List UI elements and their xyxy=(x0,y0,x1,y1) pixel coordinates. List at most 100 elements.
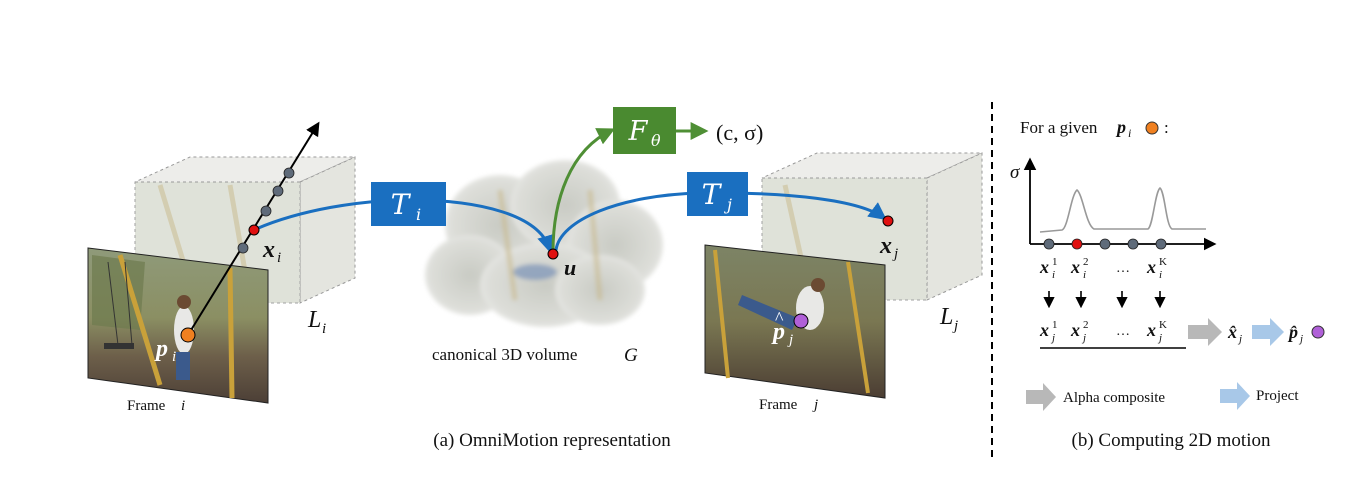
label-L-i: L xyxy=(307,307,321,333)
label-L-j-sub: j xyxy=(952,318,958,334)
transform-T-i-box: T i xyxy=(371,182,446,226)
sample-row-i: x 1 i x 2 i … x K i xyxy=(1039,256,1167,281)
sample-label: x 2 j xyxy=(1070,319,1089,344)
legend-project-swatch xyxy=(1220,382,1250,410)
ray-sample-point xyxy=(272,185,284,197)
frame-j-var: j xyxy=(812,397,818,413)
heading-point-orange xyxy=(1145,121,1159,135)
point-x-i xyxy=(248,224,260,236)
frame-j-label: Frame xyxy=(759,397,798,413)
T-i-symbol: T xyxy=(391,188,412,221)
axis-sample-point xyxy=(1155,238,1167,250)
point-p-j xyxy=(793,313,809,329)
T-i-subscript: i xyxy=(416,205,421,224)
panel-b-heading-var: p xyxy=(1115,117,1126,137)
sample-ellipsis: … xyxy=(1116,324,1130,339)
sample-sup: K xyxy=(1159,256,1167,268)
panel-b-heading: For a given xyxy=(1020,118,1098,137)
axis-sample-points xyxy=(1043,238,1167,250)
label-x-j: x xyxy=(879,233,892,259)
caption-a: (a) OmniMotion representation xyxy=(433,430,671,451)
label-x-i-sub: i xyxy=(277,250,281,266)
T-j-subscript: j xyxy=(724,195,732,214)
p-hat-label: p̂ xyxy=(1287,322,1298,342)
sample-sup: K xyxy=(1159,319,1167,331)
sample-sub: j xyxy=(1050,332,1055,344)
label-L-i-sub: i xyxy=(322,321,326,337)
label-p-j-hat: ^ xyxy=(775,308,784,328)
x-hat-label: x̂ xyxy=(1227,322,1237,342)
sample-label: x 1 j xyxy=(1039,319,1058,344)
ray-sample-point xyxy=(237,242,249,254)
frame-i-image xyxy=(87,247,269,404)
sample-var: x xyxy=(1070,320,1080,340)
frame-i-var: i xyxy=(181,398,185,414)
sample-sub: j xyxy=(1157,332,1162,344)
label-p-j-sub: j xyxy=(787,332,793,348)
label-p-i: p xyxy=(154,336,168,362)
F-output-label: (c, σ) xyxy=(716,120,763,145)
alpha-composite-arrow xyxy=(1188,318,1222,346)
sample-var: x xyxy=(1146,257,1156,277)
density-plot xyxy=(1023,157,1217,251)
label-L-j: L xyxy=(939,304,953,330)
label-u: u xyxy=(564,255,576,280)
sample-sup: 1 xyxy=(1052,319,1058,331)
sample-label: x 2 i xyxy=(1070,256,1089,281)
legend: Alpha composite Project xyxy=(1026,382,1299,411)
sample-sub: i xyxy=(1052,269,1055,281)
panel-b-heading-colon: : xyxy=(1164,118,1169,137)
volume-var: G xyxy=(624,345,638,366)
axis-sample-point xyxy=(1071,238,1083,250)
sample-sup: 2 xyxy=(1083,256,1089,268)
sample-sup: 2 xyxy=(1083,319,1089,331)
T-j-symbol: T xyxy=(702,178,723,211)
ray-sample-points xyxy=(237,167,295,254)
label-x-i: x xyxy=(262,237,275,263)
label-p-j: p xyxy=(771,319,785,345)
canonical-volume-cloud xyxy=(425,160,663,327)
sample-sub: j xyxy=(1081,332,1086,344)
point-x-j xyxy=(882,215,894,227)
label-x-j-sub: j xyxy=(892,246,898,262)
volume-label: canonical 3D volume xyxy=(432,345,577,364)
F-symbol: F xyxy=(628,116,649,147)
p-hat-sub: j xyxy=(1298,333,1303,345)
frame-i-label: Frame xyxy=(127,398,166,414)
sample-sup: 1 xyxy=(1052,256,1058,268)
axis-sample-point xyxy=(1043,238,1055,250)
curve-to-F xyxy=(551,128,616,253)
caption-b: (b) Computing 2D motion xyxy=(1072,430,1271,451)
density-curve xyxy=(1039,186,1206,233)
label-p-i-sub: i xyxy=(172,349,176,365)
sample-sub: i xyxy=(1083,269,1086,281)
project-arrow xyxy=(1252,318,1284,346)
sample-label: x K i xyxy=(1146,256,1167,281)
sample-var: x xyxy=(1039,320,1049,340)
legend-alpha-text: Alpha composite xyxy=(1063,390,1165,406)
sample-label: x 1 i xyxy=(1039,256,1058,281)
transform-T-j-box: T j xyxy=(687,172,748,216)
sample-row-j: x 1 j x 2 j … x K j xyxy=(1039,319,1167,344)
sample-ellipsis: … xyxy=(1116,261,1130,276)
mlp-F-theta-box: F θ xyxy=(613,107,676,154)
sample-var: x xyxy=(1146,320,1156,340)
legend-alpha-swatch xyxy=(1026,383,1056,411)
down-arrows xyxy=(1043,291,1166,309)
ray-sample-point xyxy=(283,167,295,179)
sample-var: x xyxy=(1039,257,1049,277)
sigma-label: σ xyxy=(1010,162,1020,183)
legend-project-text: Project xyxy=(1256,388,1299,404)
sample-label: x K j xyxy=(1146,319,1167,344)
ray-sample-point xyxy=(260,205,272,217)
sample-sub: i xyxy=(1159,269,1162,281)
x-hat-sub: j xyxy=(1237,333,1242,345)
sample-var: x xyxy=(1070,257,1080,277)
axis-sample-point xyxy=(1127,238,1139,250)
panel-b-heading-sub: i xyxy=(1128,126,1131,140)
p-hat-point-purple xyxy=(1311,325,1325,339)
axis-sample-point xyxy=(1099,238,1111,250)
F-subscript: θ xyxy=(651,131,661,150)
